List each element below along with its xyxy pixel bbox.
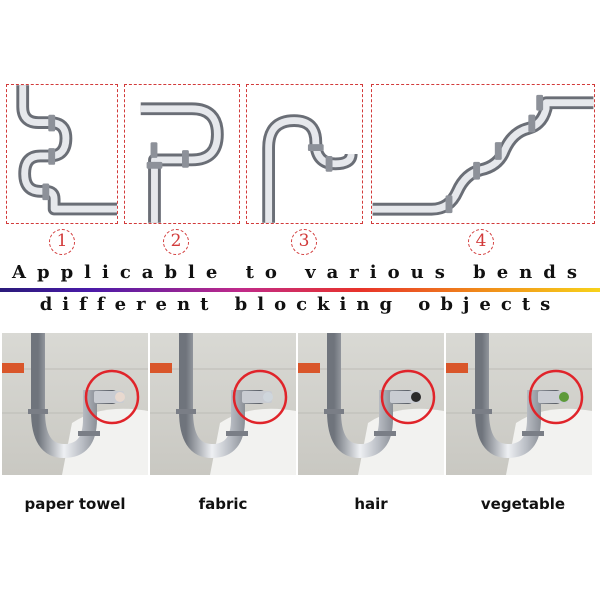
bend-diagram-4 bbox=[371, 84, 595, 224]
vegetable-icon bbox=[559, 392, 569, 402]
fabric-icon bbox=[263, 392, 273, 402]
sink-trap-hair-icon bbox=[298, 333, 444, 475]
sink-trap-paper-towel-icon bbox=[2, 333, 148, 475]
hair-icon bbox=[411, 392, 421, 402]
sink-photo-vegetable bbox=[446, 333, 592, 475]
sink-trap-fabric-icon bbox=[150, 333, 296, 475]
bend-diagram-2 bbox=[124, 84, 240, 224]
tee-bend-pipe-icon bbox=[140, 102, 224, 223]
objects-heading: different blocking objects bbox=[39, 294, 561, 315]
bend-number-1: 1 bbox=[49, 229, 75, 255]
sink-photo-paper-towel bbox=[2, 333, 148, 475]
s-bend-pipe-icon bbox=[16, 85, 117, 216]
caption-fabric: fabric bbox=[198, 495, 248, 513]
bend-number-3: 3 bbox=[291, 229, 317, 255]
caption-paper-towel: paper towel bbox=[24, 495, 126, 513]
paper-towel-icon bbox=[115, 392, 125, 402]
caption-vegetable: vegetable bbox=[480, 495, 566, 513]
bend-number-2: 2 bbox=[163, 229, 189, 255]
zigzag-pipe-icon bbox=[372, 94, 594, 216]
sink-photo-fabric bbox=[150, 333, 296, 475]
gradient-divider bbox=[0, 288, 600, 292]
caption-hair: hair bbox=[354, 495, 388, 513]
sink-photo-hair bbox=[298, 333, 444, 475]
bends-heading: Applicable to various bends bbox=[12, 262, 588, 283]
sink-trap-vegetable-icon bbox=[446, 333, 592, 475]
bend-diagram-3 bbox=[246, 84, 363, 224]
p-trap-pipe-icon bbox=[262, 114, 358, 223]
bend-number-4: 4 bbox=[468, 229, 494, 255]
bend-diagram-1 bbox=[6, 84, 118, 224]
